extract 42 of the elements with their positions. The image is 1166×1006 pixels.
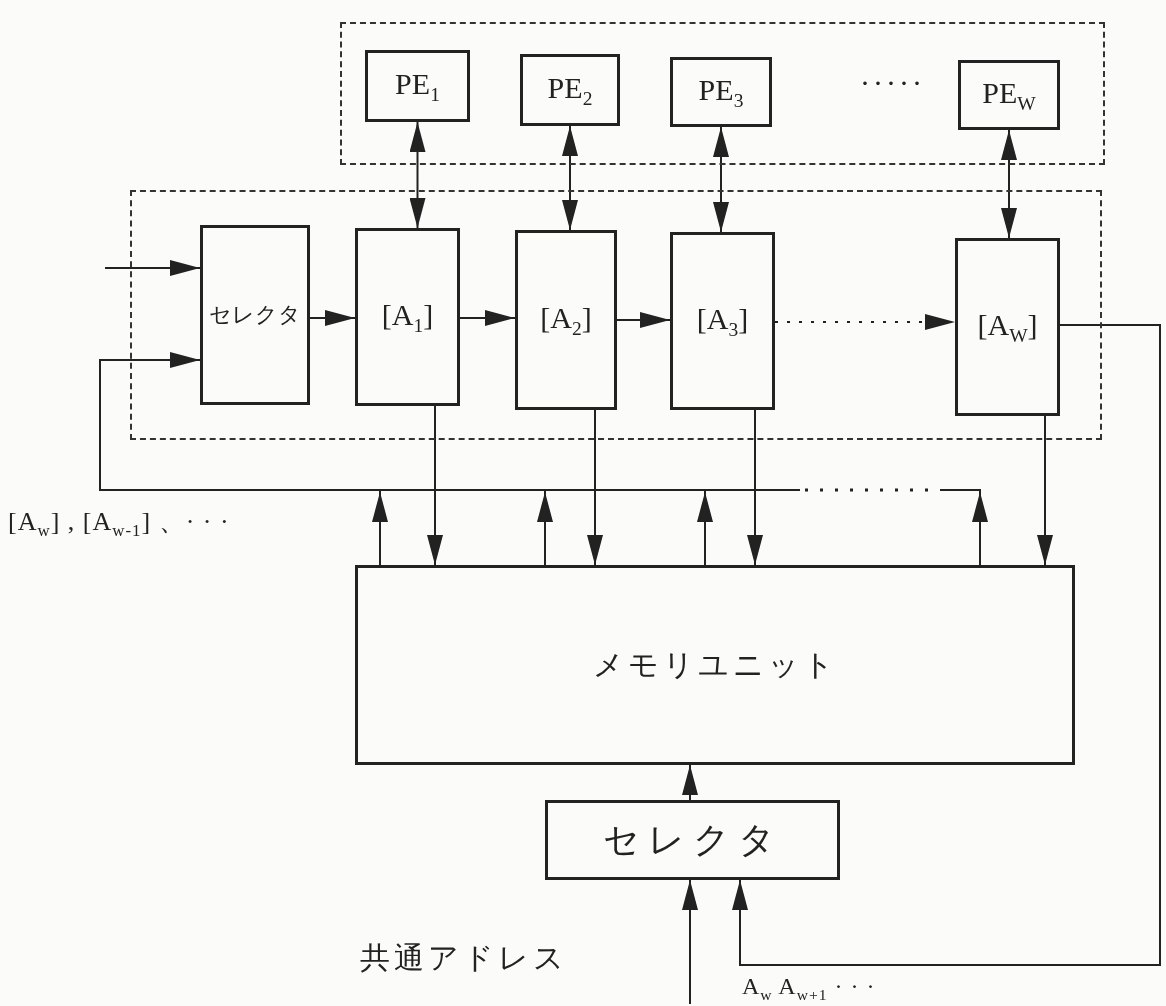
node-label: [A$_{2}$]	[540, 299, 592, 341]
arrow	[732, 324, 1161, 966]
arrow	[713, 126, 729, 233]
ellipsis-label: ·····	[860, 68, 925, 98]
node-label: PE$_{W}$	[982, 74, 1036, 116]
selector-box	[200, 225, 310, 405]
processing-element-box	[670, 57, 772, 127]
arrow	[682, 764, 698, 801]
arrow	[309, 310, 356, 326]
arrow	[682, 879, 698, 1005]
selector-box	[545, 800, 840, 880]
arrow	[409, 121, 426, 229]
dash-dot-group-frame	[340, 22, 1105, 165]
arrow	[1037, 415, 1053, 566]
node-label: PE$_{3}$	[698, 71, 744, 113]
arrow	[459, 310, 516, 326]
register-box	[515, 230, 617, 410]
register-box	[670, 232, 775, 410]
arrow	[427, 405, 443, 566]
node-label: メモリユニット	[592, 647, 838, 683]
feedback-arrow	[99, 352, 988, 566]
node-label: [A$_{1}$]	[381, 296, 434, 338]
node-label: セレクタ	[209, 301, 301, 329]
arrow	[104, 260, 201, 276]
processing-element-box	[520, 54, 620, 126]
processing-element-box	[365, 50, 470, 122]
memory-unit-box	[355, 565, 1075, 765]
arrow	[1001, 129, 1017, 239]
arrow	[747, 409, 763, 566]
dash-dot-group-frame	[130, 190, 1102, 440]
node-label: [A$_{3}$]	[696, 300, 749, 342]
arrow	[562, 125, 578, 231]
node-label: PE$_{2}$	[547, 69, 593, 111]
node-label: PE$_{1}$	[395, 65, 440, 107]
node-label: [A$_{W}$]	[977, 306, 1038, 348]
processing-element-box	[958, 60, 1060, 130]
arrow	[587, 409, 603, 566]
register-box	[355, 228, 460, 406]
arrow	[774, 314, 956, 330]
arrow	[616, 312, 671, 328]
node-label: セレクタ	[602, 818, 783, 862]
register-box	[955, 238, 1060, 416]
